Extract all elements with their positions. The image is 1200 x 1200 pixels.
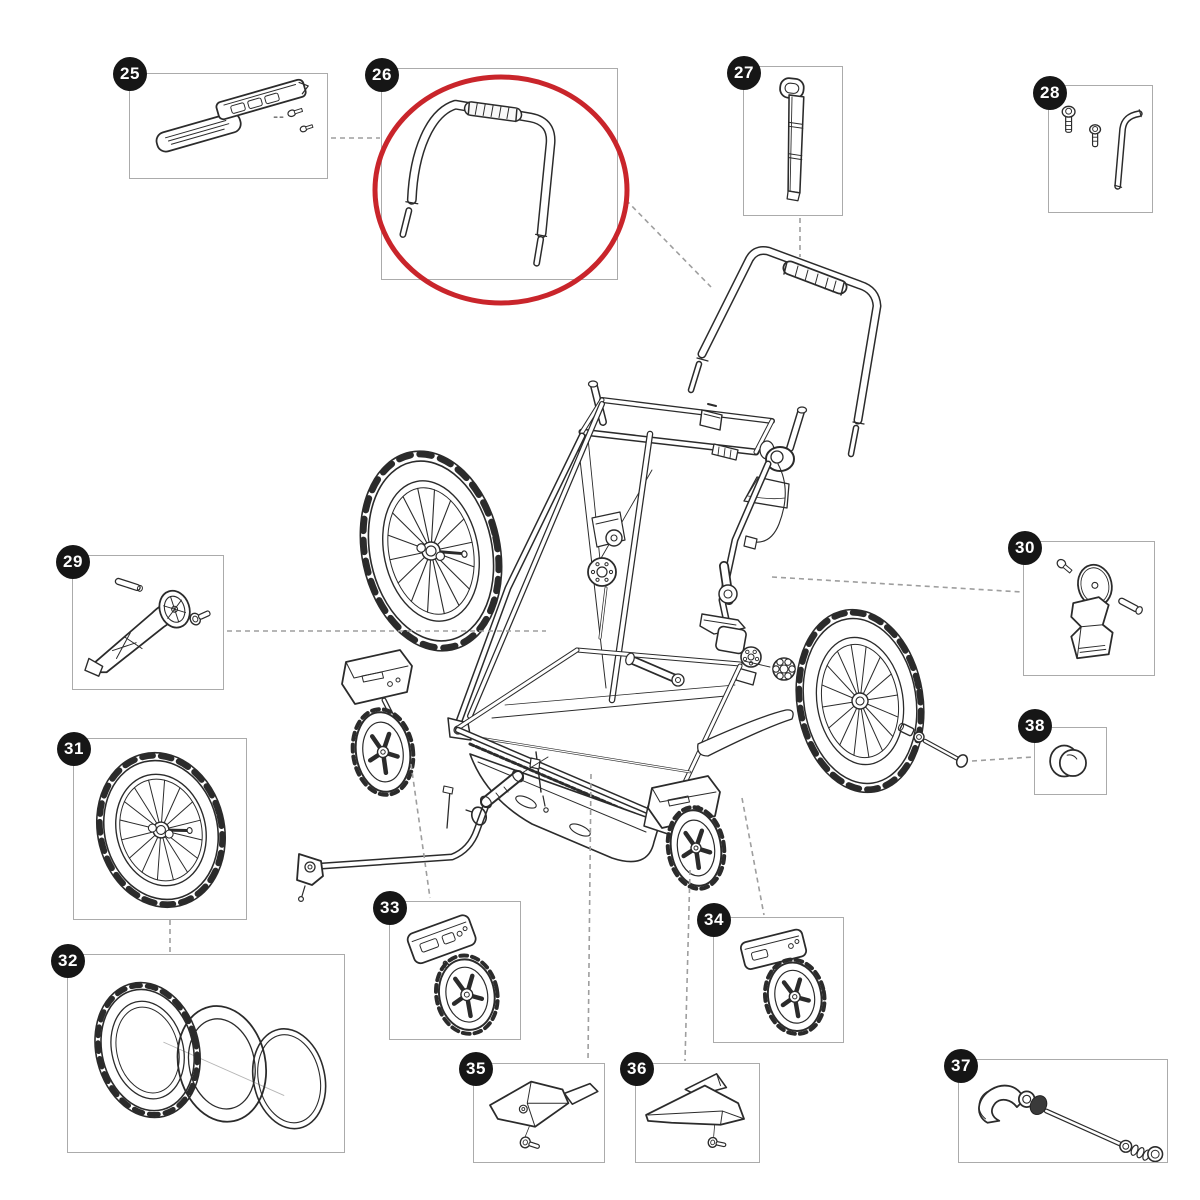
- frame-right-side-figure: [699, 460, 796, 686]
- screws-hex-key-icon: [1061, 105, 1143, 190]
- part-box-35[interactable]: [473, 1063, 605, 1163]
- part-box-25[interactable]: [129, 73, 328, 179]
- part-number-badge-28: 28: [1033, 76, 1067, 110]
- part-number-badge-35: 35: [459, 1052, 493, 1086]
- part-number-badge-32: 32: [51, 944, 85, 978]
- part-box-36[interactable]: [635, 1063, 760, 1163]
- frame-left-legs-figure: [447, 401, 653, 741]
- caster-wheel-assembly-icon: [739, 928, 827, 1036]
- right-wheel-figure: [795, 608, 925, 794]
- part-box-37[interactable]: [958, 1059, 1168, 1163]
- axle-receiver-icon: [489, 1080, 599, 1149]
- part-number-badge-26: 26: [365, 58, 399, 92]
- part-box-29[interactable]: [72, 555, 224, 690]
- part-number-badge-37: 37: [944, 1049, 978, 1083]
- trailer-frame-assembly-figure: [296, 246, 969, 902]
- part-number-badge-29: 29: [56, 545, 90, 579]
- part-number-badge-30: 30: [1008, 531, 1042, 565]
- part-box-28[interactable]: [1048, 85, 1153, 213]
- frame-top-figure: [578, 380, 808, 472]
- hub-adapter-figure: [772, 657, 796, 681]
- hub-cap-icon: [1049, 744, 1087, 778]
- tire-tube-rim-tape-icon: [94, 981, 327, 1130]
- axle-pin-figure: [897, 722, 969, 768]
- caster-wheel-assembly-icon: [406, 914, 500, 1036]
- part-box-30[interactable]: [1023, 541, 1155, 676]
- part-box-33[interactable]: [389, 901, 521, 1040]
- handlebar-figure: [687, 246, 882, 458]
- spoke-wheel-icon: [95, 751, 227, 909]
- right-caster-figure: [647, 775, 727, 891]
- part-number-badge-33: 33: [373, 891, 407, 925]
- handlebar-grip-pads-icon: [155, 78, 314, 153]
- part-number-badge-36: 36: [620, 1052, 654, 1086]
- part-number-badge-27: 27: [727, 56, 761, 90]
- brake-lever-arm-icon: [84, 577, 211, 677]
- part-number-badge-25: 25: [113, 57, 147, 91]
- part-box-31[interactable]: [73, 738, 247, 920]
- tow-bar-figure: [296, 756, 549, 902]
- part-box-27[interactable]: [743, 66, 843, 216]
- skid-plate-icon: [645, 1073, 745, 1148]
- part-number-badge-31: 31: [57, 732, 91, 766]
- quick-release-skewer-icon: [978, 1084, 1164, 1162]
- part-box-32[interactable]: [67, 954, 345, 1153]
- part-number-badge-38: 38: [1018, 709, 1052, 743]
- part-number-badge-34: 34: [697, 903, 731, 937]
- mount-bracket-icon: [1056, 558, 1143, 660]
- part-box-34[interactable]: [713, 917, 844, 1043]
- left-wheel-figure: [359, 450, 503, 652]
- front-left-caster-figure: [341, 649, 416, 797]
- strap-icon: [779, 77, 805, 202]
